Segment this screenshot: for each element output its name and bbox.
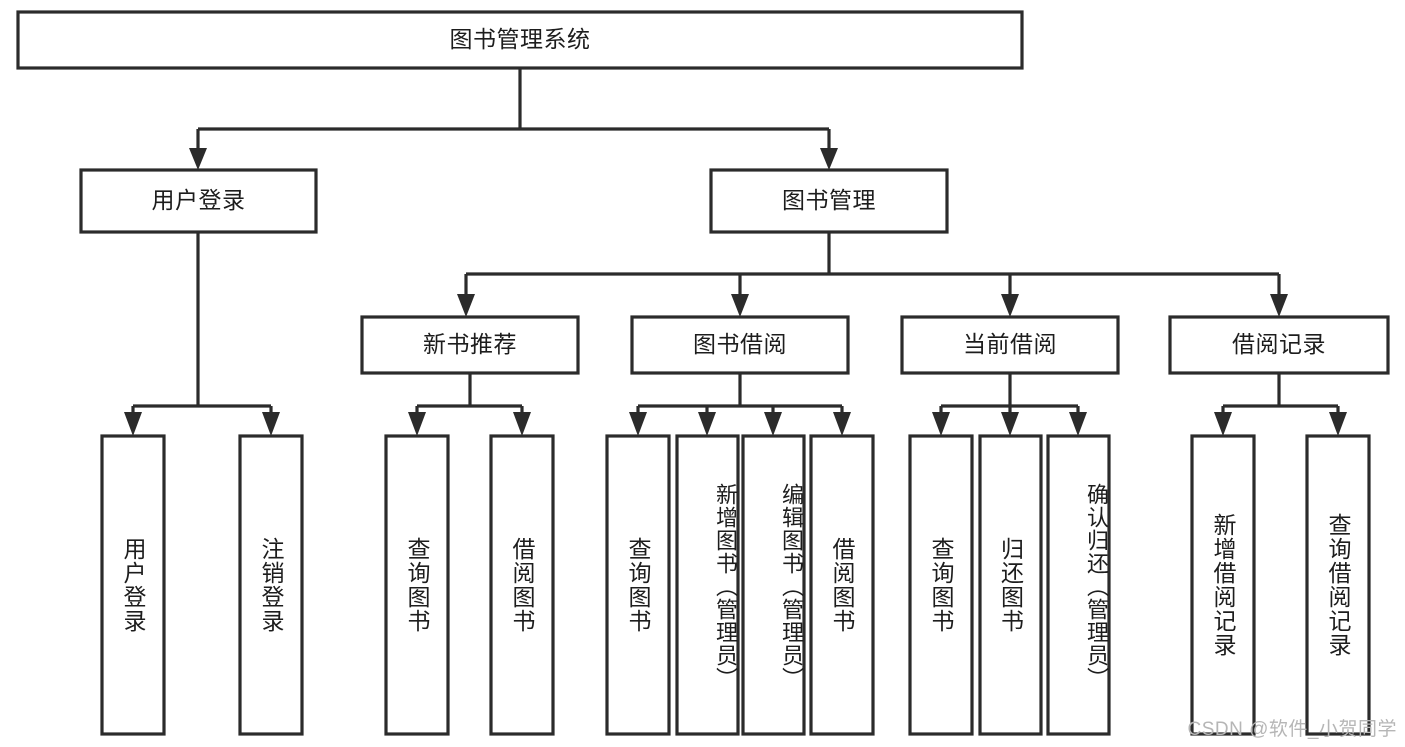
node-box-user-login[interactable]	[79, 168, 318, 234]
label-leaf-query-book-borrow: 查询图书	[625, 537, 652, 633]
node-box-leaf-logout[interactable]	[238, 434, 304, 736]
label-leaf-edit-book-admin: 编辑图书（管理员）	[779, 482, 804, 690]
arrow-root-to-book-mgmt	[820, 148, 838, 170]
arrow-userlogin-to-leaf-1	[124, 412, 142, 436]
label-leaf-logout: 注销登录	[258, 537, 285, 633]
label-leaf-add-borrow-record: 新增借阅记录	[1210, 513, 1237, 657]
label-root: 图书管理系统	[449, 26, 591, 53]
node-box-leaf-confirm-return-admin[interactable]	[1046, 434, 1111, 736]
label-leaf-borrow-book: 借阅图书	[829, 537, 856, 633]
node-box-leaf-borrow-book[interactable]	[809, 434, 875, 736]
node-box-leaf-user-login[interactable]	[100, 434, 166, 736]
label-new-book-recommend: 新书推荐	[423, 331, 517, 358]
arrow-bookmgmt-to-borrow	[731, 294, 749, 317]
label-leaf-confirm-return-admin: 确认归还（管理员）	[1084, 482, 1109, 690]
node-box-leaf-return-book[interactable]	[978, 434, 1043, 736]
label-user-login: 用户登录	[151, 187, 246, 214]
arrow-root-to-user-login	[189, 148, 207, 170]
node-box-root[interactable]	[16, 10, 1024, 70]
node-box-book-management[interactable]	[709, 168, 949, 234]
label-borrow-records: 借阅记录	[1232, 331, 1326, 358]
node-box-leaf-query-book-borrow[interactable]	[605, 434, 671, 736]
label-leaf-query-borrow-record: 查询借阅记录	[1325, 513, 1352, 657]
arrow-currentborrow-to-leaf-2	[1001, 412, 1019, 436]
arrow-borrowrecords-to-leaf-2	[1329, 412, 1347, 436]
arrow-currentborrow-to-leaf-1	[932, 412, 950, 436]
label-leaf-query-book-current: 查询图书	[928, 537, 955, 633]
node-box-book-borrow[interactable]	[630, 315, 850, 375]
arrow-bookborrow-to-leaf-3	[764, 412, 782, 436]
arrow-bookborrow-to-leaf-1	[629, 412, 647, 436]
node-box-leaf-query-book-current[interactable]	[908, 434, 974, 736]
arrow-bookmgmt-to-records	[1270, 294, 1288, 317]
label-leaf-query-book-rec: 查询图书	[404, 537, 431, 633]
label-leaf-borrow-book-rec: 借阅图书	[509, 537, 536, 633]
label-leaf-return-book: 归还图书	[997, 537, 1024, 633]
arrow-bookmgmt-to-new-book	[457, 294, 475, 317]
arrow-newbook-to-leaf-1	[408, 412, 426, 436]
label-leaf-user-login: 用户登录	[120, 537, 147, 633]
arrow-bookmgmt-to-current	[1001, 294, 1019, 317]
label-book-management: 图书管理	[782, 187, 876, 214]
node-box-leaf-add-borrow-record[interactable]	[1190, 434, 1256, 736]
node-box-leaf-borrow-book-rec[interactable]	[489, 434, 555, 736]
node-box-leaf-query-borrow-record[interactable]	[1305, 434, 1371, 736]
node-box-leaf-query-book-rec[interactable]	[384, 434, 450, 736]
node-box-leaf-edit-book-admin[interactable]	[741, 434, 806, 736]
arrow-currentborrow-to-leaf-3	[1069, 412, 1087, 436]
arrow-borrowrecords-to-leaf-1	[1214, 412, 1232, 436]
watermark-text: CSDN @软件_小贺同学	[1187, 719, 1397, 740]
label-current-borrow: 当前借阅	[963, 331, 1057, 358]
node-box-new-book-recommend[interactable]	[360, 315, 580, 375]
arrow-bookborrow-to-leaf-4	[833, 412, 851, 436]
label-book-borrow: 图书借阅	[693, 331, 787, 358]
arrow-bookborrow-to-leaf-2	[698, 412, 716, 436]
label-leaf-add-book-admin: 新增图书（管理员）	[713, 482, 738, 690]
arrow-userlogin-to-leaf-2	[262, 412, 280, 436]
arrow-newbook-to-leaf-2	[513, 412, 531, 436]
node-box-leaf-add-book-admin[interactable]	[675, 434, 740, 736]
node-box-current-borrow[interactable]	[900, 315, 1120, 375]
